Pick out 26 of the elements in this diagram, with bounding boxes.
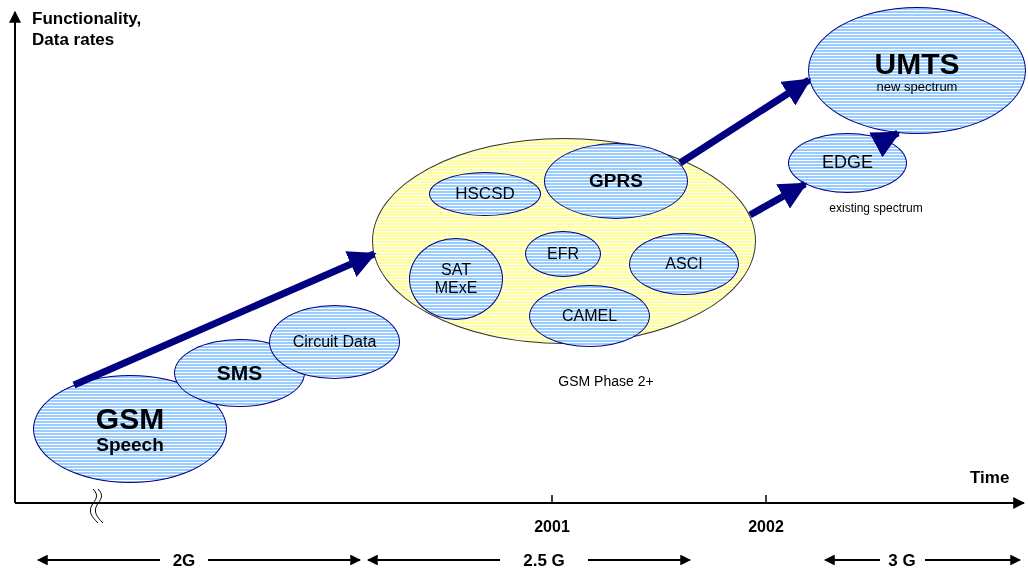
node-label: Circuit Data	[292, 333, 377, 351]
arrow	[869, 129, 901, 158]
arrow	[72, 250, 377, 389]
node-sublabel: new spectrum	[876, 79, 958, 95]
feature-ellipse	[544, 143, 688, 219]
node-caption: existing spectrum	[829, 201, 923, 215]
node-label: GSM Phase 2+	[558, 373, 654, 389]
node-label: SMS	[216, 361, 263, 385]
node-label: UMTS	[874, 46, 960, 80]
arrow	[748, 180, 808, 219]
feature-ellipse	[529, 285, 650, 347]
arrow	[678, 77, 812, 166]
node-label: HSCSD	[455, 184, 515, 204]
axis-title: Functionality, Data rates	[32, 8, 143, 51]
node-label: CAMEL	[561, 307, 618, 325]
feature-ellipse	[629, 233, 739, 295]
feature-ellipse	[409, 238, 503, 320]
node-label: EDGE	[822, 153, 873, 173]
node-label: SAT MExE	[433, 261, 479, 297]
node-label: GSM	[95, 402, 165, 436]
node-label: ASCI	[665, 255, 703, 273]
node-label: GPRS	[589, 170, 643, 192]
node-sublabel: Speech	[96, 435, 164, 456]
axis-title: Time	[970, 467, 1010, 489]
node-label: EFR	[547, 245, 579, 263]
feature-ellipse	[429, 172, 541, 216]
